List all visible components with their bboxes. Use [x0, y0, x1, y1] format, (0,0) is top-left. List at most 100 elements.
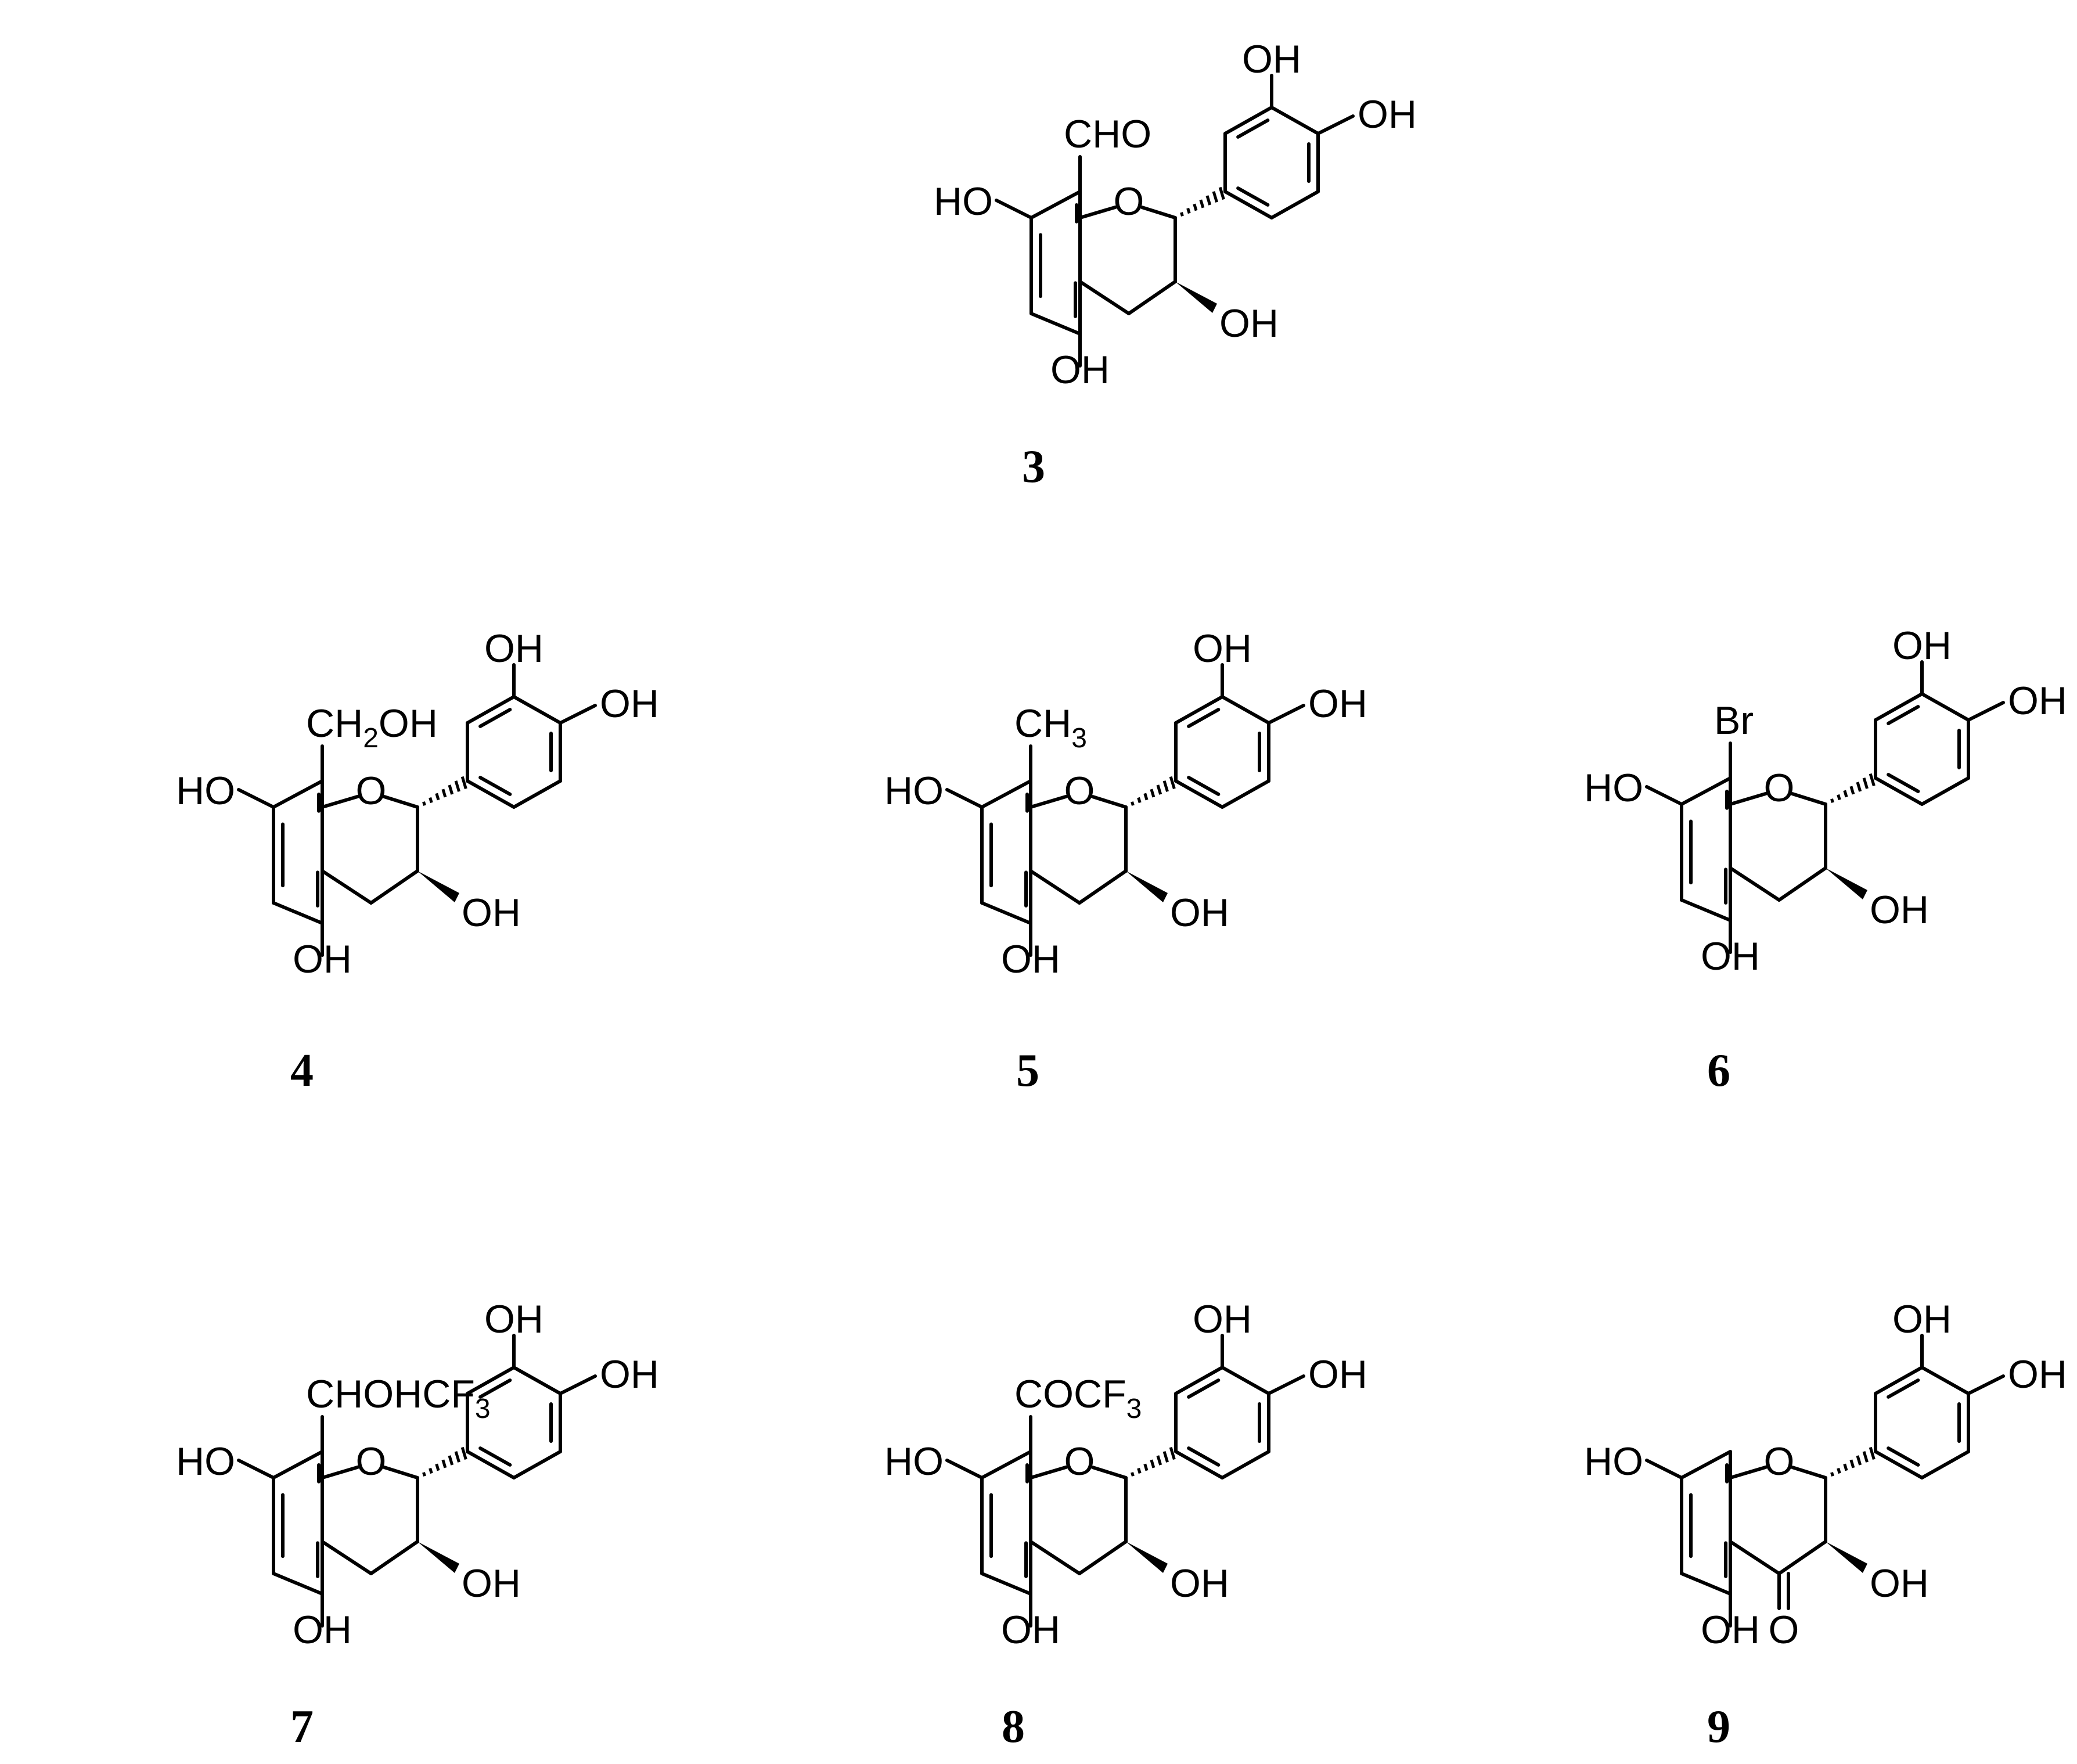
substituent-label: Br: [1714, 699, 1754, 743]
hash-bond: [1869, 773, 1876, 787]
bond: [1874, 692, 1924, 722]
bond: [237, 1459, 275, 1479]
ring-oxygen-label: O: [1114, 179, 1144, 224]
hash-bond: [1205, 195, 1212, 206]
hash-bond: [435, 1463, 440, 1471]
double-bond-inner: [1236, 118, 1270, 139]
hash-bond: [1199, 199, 1205, 208]
hash-bond: [1869, 1446, 1876, 1460]
hash-bond: [448, 1455, 454, 1466]
wedge-bond: [417, 1542, 459, 1573]
hash-bond: [1849, 1459, 1855, 1468]
hydroxyl-5-label: OH: [1001, 937, 1060, 981]
hydroxyl-7-label: HO: [934, 179, 993, 224]
bond: [945, 788, 984, 809]
compound-number-5: 5: [1016, 1045, 1039, 1096]
hydroxyl-3prime-label: OH: [1242, 37, 1301, 81]
bond: [1270, 190, 1320, 219]
bond: [1920, 692, 1970, 722]
hydroxyl-3-label: OH: [1870, 1561, 1929, 1605]
hydroxyl-7-label: HO: [1584, 1439, 1643, 1484]
wedge-bond: [1826, 868, 1867, 899]
hash-bond: [1169, 776, 1176, 790]
hydroxyl-3-label: OH: [1170, 891, 1229, 935]
bond: [1078, 280, 1131, 315]
bond: [1078, 869, 1128, 905]
bond: [1267, 704, 1305, 725]
hash-bond: [1830, 1472, 1834, 1477]
bond: [1680, 898, 1732, 922]
compound-number-9: 9: [1707, 1701, 1730, 1752]
substituent-label: COCF3: [1014, 1372, 1142, 1424]
bond: [1790, 792, 1827, 806]
bond: [369, 1540, 419, 1575]
hash-bond: [1862, 777, 1869, 789]
hash-bond: [1843, 1463, 1848, 1471]
hydroxyl-5-label: OH: [1050, 348, 1110, 392]
wedge-bond: [1126, 871, 1168, 902]
bond: [1967, 701, 2005, 722]
bond: [1221, 779, 1270, 809]
bond: [1090, 795, 1128, 809]
hash-bond: [448, 784, 454, 795]
bond: [382, 1466, 419, 1479]
bond: [1680, 1450, 1732, 1479]
hash-bond: [1143, 1463, 1149, 1471]
bond: [1221, 695, 1270, 725]
bond: [1029, 312, 1082, 336]
bond: [1729, 1540, 1781, 1575]
bond: [1029, 190, 1082, 219]
bond: [559, 704, 597, 725]
hash-bond: [1218, 186, 1225, 200]
double-bond-inner: [1187, 1378, 1221, 1399]
hash-bond: [441, 789, 447, 798]
substituent-label: CHO: [1064, 112, 1151, 156]
hash-bond: [441, 1459, 447, 1468]
bond: [321, 794, 359, 809]
bond: [272, 1572, 324, 1596]
hydroxyl-3-label: OH: [462, 1561, 521, 1605]
bond: [1221, 1366, 1270, 1395]
bond: [1729, 791, 1768, 806]
bond: [980, 901, 1032, 925]
hash-bond: [1156, 784, 1162, 795]
bond: [1078, 205, 1117, 219]
hash-bond: [1150, 789, 1156, 798]
bond: [1645, 1459, 1683, 1479]
double-bond-inner: [1187, 776, 1221, 796]
bond: [1221, 1450, 1270, 1479]
bond: [466, 1450, 516, 1479]
bond: [1029, 794, 1068, 809]
bond: [1029, 1465, 1068, 1479]
hash-bond: [1856, 1455, 1862, 1466]
hydroxyl-7-label: HO: [176, 769, 235, 813]
bond: [1029, 869, 1081, 905]
hash-bond: [1143, 793, 1149, 801]
double-bond-inner: [1887, 705, 1920, 725]
bond: [1874, 1450, 1924, 1479]
bond: [512, 1450, 562, 1479]
double-bond-inner: [1887, 1378, 1920, 1399]
bond: [980, 779, 1032, 809]
double-bond-inner: [1187, 1446, 1221, 1467]
bond: [1777, 866, 1827, 902]
hash-bond: [1856, 782, 1862, 792]
hydroxyl-3prime-label: OH: [484, 1297, 543, 1341]
double-bond-inner: [1887, 773, 1920, 793]
bond: [237, 788, 275, 809]
bond: [1140, 206, 1177, 219]
hash-bond: [454, 1451, 460, 1463]
substituent-label: CHOHCF3: [306, 1372, 491, 1424]
hash-bond: [429, 797, 433, 804]
double-bond-inner: [478, 776, 512, 796]
bond: [272, 1450, 324, 1479]
substituent-label: CH3: [1014, 701, 1087, 754]
bond: [466, 779, 516, 809]
hydroxyl-4prime-label: OH: [2008, 1352, 2067, 1396]
bond: [1223, 106, 1273, 135]
bond: [466, 695, 516, 725]
bond: [1267, 1374, 1305, 1395]
